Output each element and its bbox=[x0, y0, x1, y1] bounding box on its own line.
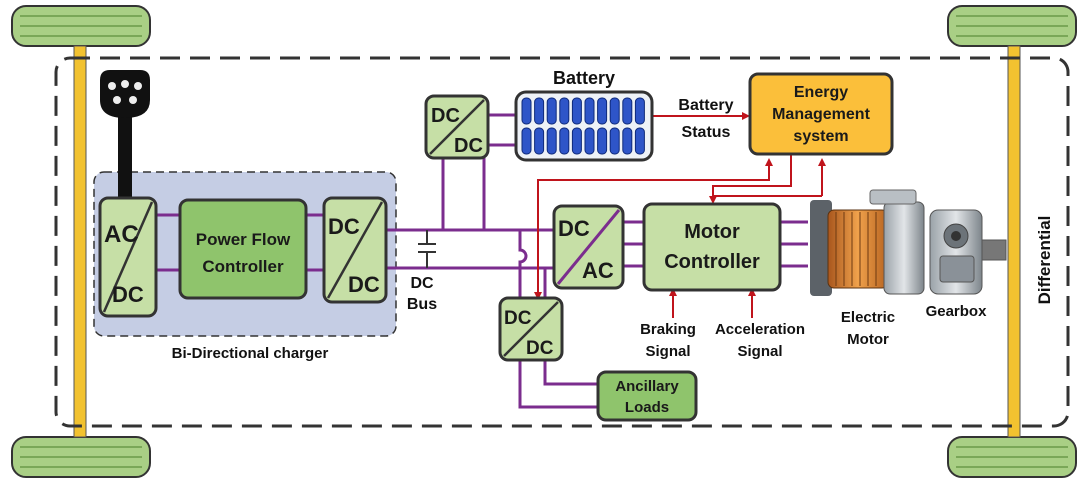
battery-cell bbox=[521, 97, 532, 125]
energy-management-system: Energy Management system bbox=[748, 72, 894, 156]
battery-cell bbox=[609, 127, 620, 155]
motor-controller-line2: Controller bbox=[664, 251, 760, 273]
wheel-bottom-left bbox=[11, 436, 151, 478]
charging-plug-icon bbox=[100, 70, 150, 198]
axle-left bbox=[73, 45, 87, 438]
charger-dc-label: DC bbox=[112, 282, 144, 307]
inverter-ac-label: AC bbox=[582, 258, 614, 283]
battery-cell bbox=[622, 97, 633, 125]
acceleration-signal-line2: Signal bbox=[737, 343, 782, 360]
battery-cell bbox=[546, 97, 557, 125]
pfc-label-line1: Power Flow bbox=[196, 230, 291, 249]
battery-cell bbox=[584, 127, 595, 155]
battery-label: Battery bbox=[553, 68, 615, 88]
charger-ac-label: AC bbox=[104, 221, 139, 248]
conv-top-dc2-label: DC bbox=[454, 135, 483, 157]
battery-dc-dc-converter: DC DC bbox=[424, 94, 490, 160]
motor-controller: Motor Controller bbox=[642, 202, 782, 292]
conv-low-dc2-label: DC bbox=[526, 338, 554, 359]
charger-out-dc2-label: DC bbox=[348, 272, 380, 297]
acceleration-signal-line1: Acceleration bbox=[715, 321, 805, 338]
gearbox-image bbox=[929, 209, 1007, 295]
battery-cell bbox=[521, 127, 532, 155]
signal-arrows bbox=[534, 112, 826, 318]
battery-cell bbox=[559, 97, 570, 125]
power-wiring bbox=[156, 113, 808, 409]
power-flow-controller: Power Flow Controller bbox=[178, 198, 308, 300]
ems-line1: Energy bbox=[794, 84, 848, 101]
inverter-dc-ac: DC AC bbox=[552, 204, 625, 290]
charger-dc-dc-converter: DC DC bbox=[322, 196, 388, 304]
conv-top-dc1-label: DC bbox=[431, 105, 460, 127]
battery-cell bbox=[634, 127, 645, 155]
battery-cell bbox=[622, 127, 633, 155]
battery-cell bbox=[534, 127, 545, 155]
wheel-top-right bbox=[947, 5, 1077, 47]
battery-status-line2: Status bbox=[682, 124, 731, 141]
battery-cell bbox=[571, 97, 582, 125]
electric-motor-line2: Motor bbox=[847, 331, 889, 348]
ancillary-dc-dc-converter: DC DC bbox=[498, 296, 564, 362]
battery-cell bbox=[609, 97, 620, 125]
bidirectional-charger-label: Bi-Directional charger bbox=[172, 345, 329, 362]
charger-out-dc1-label: DC bbox=[328, 214, 360, 239]
pfc-label-line2: Controller bbox=[202, 257, 284, 276]
battery-cell bbox=[597, 127, 608, 155]
battery-cell bbox=[634, 97, 645, 125]
dc-bus-label-line2: Bus bbox=[407, 296, 437, 313]
differential-label: Differential bbox=[1035, 216, 1054, 305]
wheel-top-left bbox=[11, 5, 151, 47]
battery-cell bbox=[534, 97, 545, 125]
ancillary-line1: Ancillary bbox=[615, 378, 679, 395]
battery-cell bbox=[546, 127, 557, 155]
motor-controller-line1: Motor bbox=[684, 221, 740, 243]
ems-line3: system bbox=[793, 128, 848, 145]
braking-signal-line2: Signal bbox=[645, 343, 690, 360]
ems-line2: Management bbox=[772, 106, 870, 123]
vehicle-outline bbox=[54, 56, 1070, 428]
electric-motor-image bbox=[810, 189, 925, 296]
battery-cell bbox=[559, 127, 570, 155]
capacitor-icon bbox=[418, 230, 436, 268]
dc-bus-label-line1: DC bbox=[410, 275, 434, 292]
axle-right bbox=[1007, 45, 1021, 438]
ancillary-loads: Ancillary Loads bbox=[596, 370, 698, 422]
battery-cell bbox=[597, 97, 608, 125]
electric-motor-line1: Electric bbox=[841, 309, 895, 326]
ancillary-line2: Loads bbox=[625, 399, 669, 416]
braking-signal-line1: Braking bbox=[640, 321, 696, 338]
battery-cells-icon bbox=[514, 90, 654, 162]
charger-ac-dc-converter: AC DC bbox=[98, 196, 158, 318]
battery-cell bbox=[571, 127, 582, 155]
conv-low-dc1-label: DC bbox=[504, 308, 532, 329]
wheel-bottom-right bbox=[947, 436, 1077, 478]
inverter-dc-label: DC bbox=[558, 216, 590, 241]
gearbox-label: Gearbox bbox=[926, 303, 988, 320]
battery-status-line1: Battery bbox=[678, 97, 733, 114]
battery-cell bbox=[584, 97, 595, 125]
